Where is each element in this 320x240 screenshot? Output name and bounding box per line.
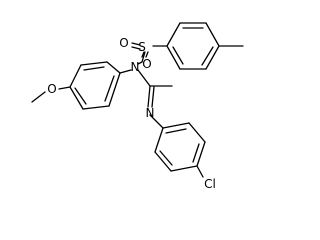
sulfur-label: S — [138, 40, 146, 54]
chloro-bond — [196, 165, 204, 178]
sulfonyl-bonds — [131, 42, 168, 63]
methoxy-oxygen-label: O — [47, 82, 56, 96]
methoxyphenyl-ring — [69, 61, 121, 110]
methoxy-bonds — [31, 86, 71, 103]
imine-aryl-bond — [149, 114, 164, 129]
amidine-bonds — [137, 61, 173, 108]
chemical-structure-diagram: S O O N N O Cl — [31, 22, 244, 191]
sulfonyl-oxygen-bottom-label: O — [142, 57, 151, 71]
sulfonyl-oxygen-left-label: O — [119, 36, 128, 50]
chlorine-label: Cl — [204, 177, 216, 191]
tolyl-ring — [166, 22, 220, 70]
amide-nitrogen-label: N — [131, 60, 140, 74]
imine-nitrogen-label: N — [146, 106, 155, 120]
n-aryl-bond — [119, 69, 132, 74]
chlorophenyl-ring — [154, 122, 206, 172]
